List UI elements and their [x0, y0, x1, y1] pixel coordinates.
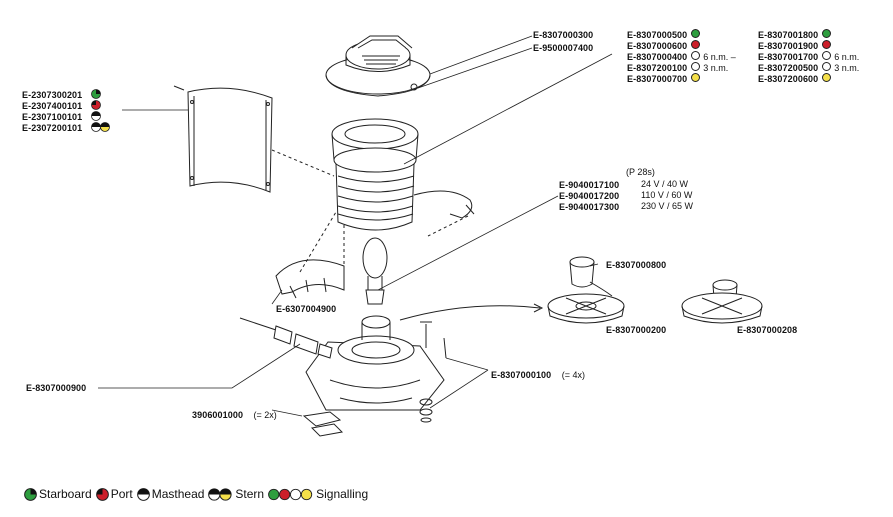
part-code-screws: E-9500007400 [533, 43, 594, 53]
lens-color-dot [691, 73, 701, 83]
lens-code: E-8307001900 [758, 41, 819, 51]
signalling-icon [268, 488, 313, 500]
lens-note: 6 n.m. [834, 52, 860, 62]
shield-row: E-2307200101 [22, 121, 111, 133]
shield-row: E-2307400101 [22, 99, 101, 111]
legend-starboard: Starboard [24, 487, 92, 501]
lantern-body [331, 118, 475, 231]
masthead-icon [90, 110, 101, 121]
part-code-cable-gland: E-8307000900 [26, 383, 87, 393]
part-code-screw: E-8307000100 [491, 370, 552, 380]
lens-row: E-8307000400 6 n.m. – [627, 50, 736, 62]
part-clip-label: 3906001000 (= 2x) [192, 405, 277, 423]
lens-row: E-8307200500 3 n.m. [758, 61, 859, 73]
bulb-spec: 24 V / 40 W [641, 179, 689, 189]
shield-code: E-2307100101 [22, 112, 83, 122]
lens-row: E-8307000600 [627, 39, 701, 51]
bulb-row: E-9040017100 24 V / 40 W [559, 178, 688, 190]
bulb-row: E-9040017200 110 V / 60 W [559, 189, 692, 201]
lens-code: E-8307001800 [758, 30, 819, 40]
legend-label: Starboard [39, 487, 92, 501]
lens-code: E-8307200600 [758, 74, 819, 84]
lens-row: E-8307000500 [627, 28, 701, 40]
bulb-spec: 110 V / 60 W [641, 190, 693, 200]
legend-label: Masthead [151, 487, 205, 501]
starboard-icon [24, 487, 37, 501]
lens-row: E-8307001800 [758, 28, 832, 40]
lens-code: E-8307000700 [627, 74, 688, 84]
lens-note: 3 n.m. [834, 63, 860, 73]
part-code-socket-plate: E-8307000200 [606, 325, 667, 335]
lantern-cap [325, 35, 431, 97]
socket-plate-variant [681, 279, 763, 324]
lens-row: E-8307200600 [758, 72, 832, 84]
lens-code: E-8307000500 [627, 30, 688, 40]
port-icon [90, 99, 101, 110]
part-code-socket-top: E-8307000800 [606, 260, 667, 270]
lens-note: 6 n.m. – [703, 52, 736, 62]
part-code-clip: 3906001000 [192, 410, 244, 420]
lens-code: E-8307001700 [758, 52, 819, 62]
lens-color-dot [822, 62, 832, 72]
lens-row: E-8307001900 [758, 39, 832, 51]
lens-color-dot [822, 40, 832, 50]
lens-note: 3 n.m. [703, 63, 729, 73]
bulb-code: E-9040017200 [559, 191, 620, 201]
part-code-bracket: E-6307004900 [276, 304, 337, 314]
shield-row: E-2307100101 [22, 110, 101, 122]
bulb-spec: 230 V / 65 W [641, 201, 694, 211]
lens-code: E-8307000400 [627, 52, 688, 62]
bracket-clamp [275, 259, 345, 299]
clip-quantity: (= 2x) [253, 410, 277, 420]
lens-row: E-8307000700 [627, 72, 701, 84]
part-screw-label: E-8307000100 (= 4x) [491, 365, 585, 383]
legend-label: Port [110, 487, 133, 501]
lens-color-dot [691, 40, 701, 50]
legend-port: Port [95, 487, 133, 501]
shield-code: E-2307200101 [22, 123, 83, 133]
legend-label: Signalling [316, 487, 369, 501]
legend-stern: Stern [208, 487, 264, 501]
part-code-socket-plate-2: E-8307000208 [737, 325, 798, 335]
lens-code: E-8307000600 [627, 41, 688, 51]
legend-label: Stern [235, 487, 265, 501]
socket-assembly [547, 256, 625, 324]
mounting-clip [302, 411, 344, 437]
part-code-cap: E-8307000300 [533, 30, 594, 40]
masthead-icon [136, 487, 150, 501]
legend-masthead: Masthead [136, 487, 205, 501]
bulb-socket-type: (P 28s) [626, 167, 655, 177]
bulb-row: E-9040017300 230 V / 65 W [559, 200, 693, 212]
lens-row: E-8307001700 6 n.m. [758, 50, 859, 62]
lens-row: E-8307200100 3 n.m. [627, 61, 728, 73]
lens-color-dot [822, 51, 832, 61]
legend-signalling: Signalling [268, 487, 368, 501]
bulb [362, 237, 388, 305]
screw-quantity: (= 4x) [561, 370, 585, 380]
stern-icon [208, 487, 233, 501]
shield-screen [173, 85, 273, 193]
port-icon [95, 487, 109, 501]
bulb-code: E-9040017300 [559, 202, 620, 212]
shield-code: E-2307300201 [22, 90, 83, 100]
legend: Starboard Port Masthead Stern Signalling [24, 487, 372, 501]
shield-code: E-2307400101 [22, 101, 83, 111]
lens-color-dot [691, 29, 701, 39]
lens-code: E-8307200500 [758, 63, 819, 73]
lens-code: E-8307200100 [627, 63, 688, 73]
stern-icon [90, 121, 110, 132]
leader-lines [98, 35, 613, 417]
lens-color-dot [822, 29, 832, 39]
lantern-base [239, 315, 447, 423]
lens-color-dot [822, 73, 832, 83]
shield-row: E-2307300201 [22, 88, 101, 100]
starboard-icon [90, 88, 101, 99]
bulb-code: E-9040017100 [559, 180, 620, 190]
lens-color-dot [691, 62, 701, 72]
lens-color-dot [691, 51, 701, 61]
